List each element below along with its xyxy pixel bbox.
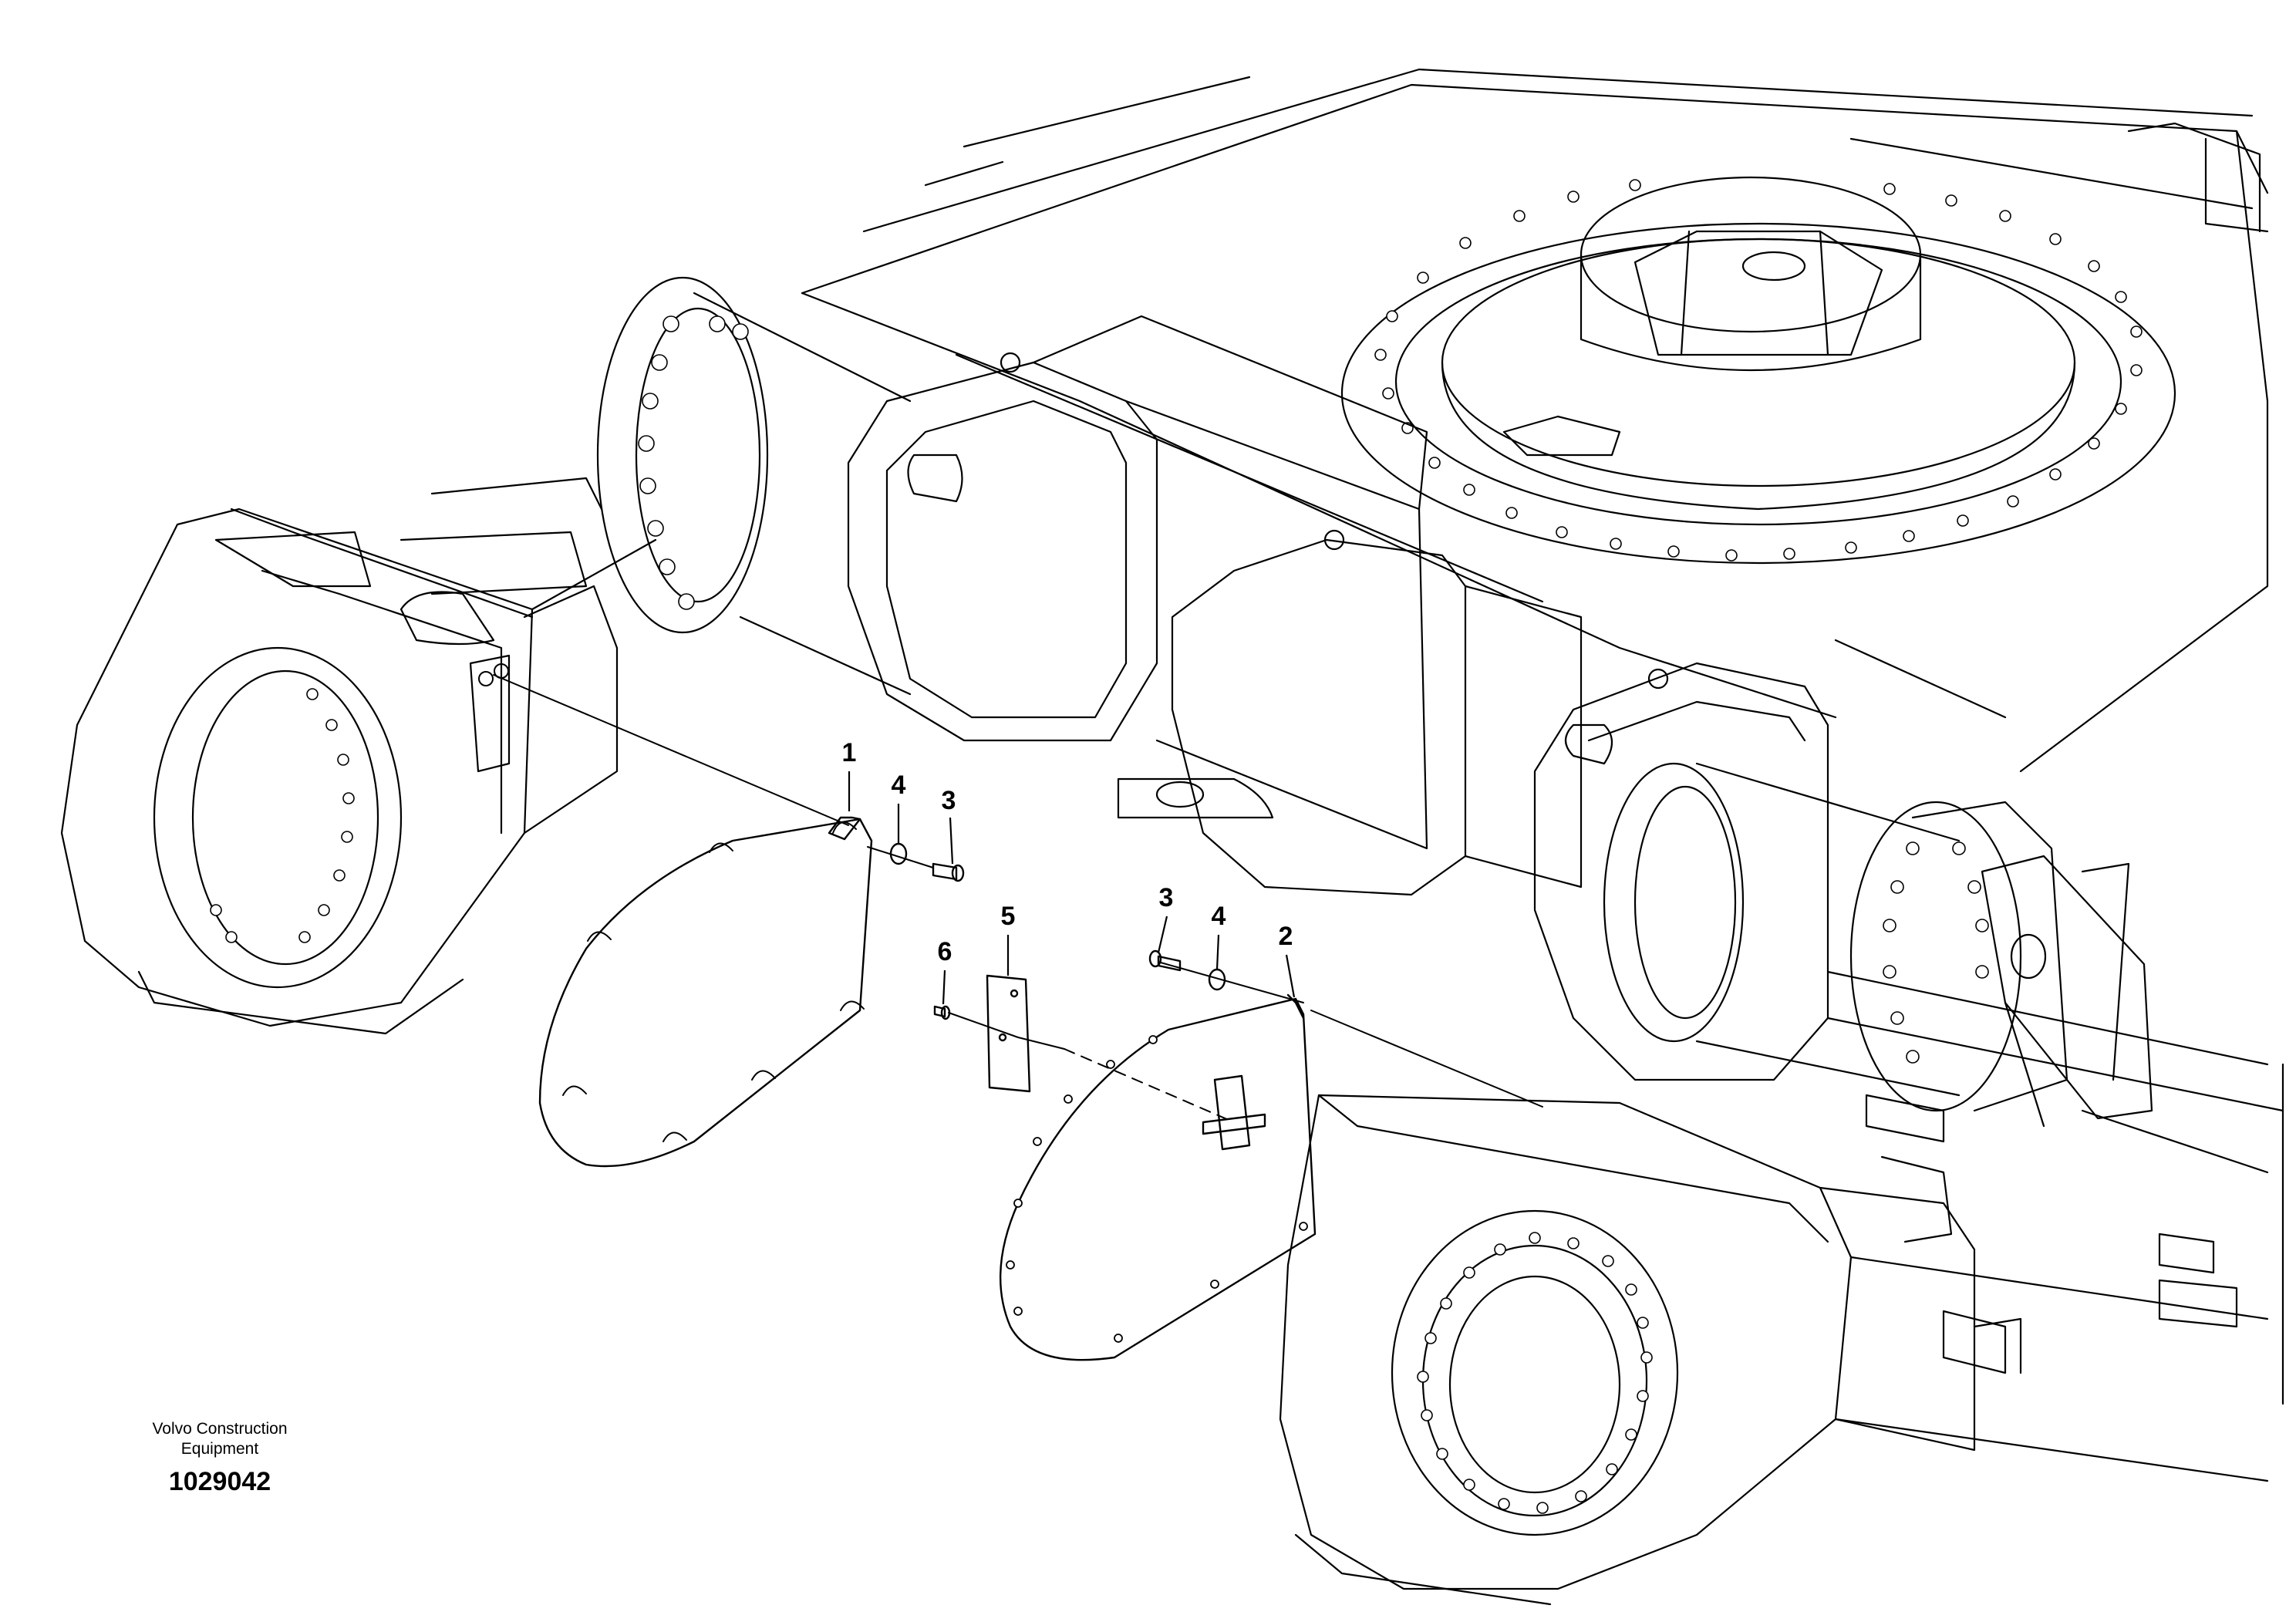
right-track-frame [1279,1094,1853,1590]
right-axle-housing [1533,662,1829,1081]
center-beam-housing [847,361,1158,742]
callout-label-5: 5 [1001,902,1016,931]
right-end-bolts [1883,841,1989,1064]
undercarriage-frame [60,68,2284,1606]
screw [933,1005,951,1020]
inspection-cover [986,974,1031,1093]
washer-left [889,842,908,865]
manufacturer-name: Volvo Construction Equipment [116,1419,324,1459]
slew-ring-outer [1340,222,2176,565]
left-track-frame [60,508,534,1027]
figure-number: 1029042 [168,1467,271,1496]
bolt-right [1148,949,1182,972]
callout-leaders [848,771,1296,1005]
assembly-lines [478,663,1543,1123]
callout-label-4-left: 4 [892,771,906,800]
slew-ring-inner [1394,238,2122,526]
exploded-parts [478,663,1543,1361]
cover-plate-right [999,993,1317,1361]
right-idler-bore [1391,1209,1679,1536]
callout-label-2: 2 [1279,922,1293,951]
right-end-plate [1849,801,2022,1112]
figure-caption: Volvo Construction Equipment 1029042 [116,1419,324,1497]
bolt-left [932,862,965,882]
left-flange-bolts [638,315,749,610]
callout-label-1: 1 [842,738,857,767]
slew-ring-bolt-holes [1374,179,2143,561]
center-hub [1580,176,1922,333]
cover-plate-left [538,816,873,1168]
right-axle-end [1603,762,1745,1043]
callout-label-4-right: 4 [1212,902,1226,931]
manufacturer-line-1: Volvo Construction [152,1420,288,1438]
callout-label-3-right: 3 [1159,883,1174,912]
left-idler-bore [153,646,403,989]
manufacturer-line-2: Equipment [180,1440,259,1458]
callout-label-3-left: 3 [942,786,956,815]
callout-label-6: 6 [938,937,952,966]
callout-labels: 1 4 3 5 6 3 4 2 [842,738,1293,966]
left-flange [596,276,769,634]
